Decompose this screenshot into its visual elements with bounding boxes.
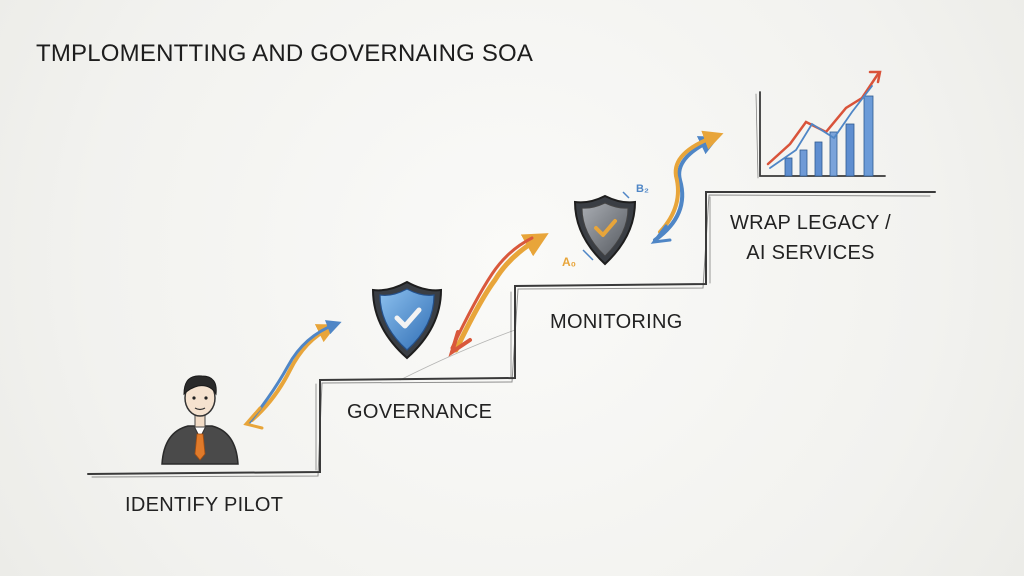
diagram-title: TMPLOMENTTING AND GOVERNAING SOA: [36, 40, 534, 67]
step-label-monitoring: MONITORING: [550, 311, 683, 333]
step-label-identify-pilot: IDENTIFY PILOT: [125, 494, 284, 516]
step-label-wrap-legacy: WRAP LEGACY / AI SERVICES: [730, 208, 891, 268]
person-icon: [161, 375, 239, 465]
step-label-governance: GOVERNANCE: [347, 401, 493, 423]
staircase-lines: [87, 191, 936, 478]
governance-shield-icon: [371, 280, 443, 360]
growth-chart-icon: [755, 70, 886, 179]
arrow-pilot-to-governance: [243, 320, 342, 430]
arrow-monitoring-to-wrap: [650, 130, 724, 244]
monitoring-shield-icon: [573, 191, 637, 266]
step-label-wrap-line1: WRAP LEGACY /: [730, 212, 891, 234]
monitoring-tag-b: B₂: [636, 183, 649, 195]
step-label-wrap-line2: AI SERVICES: [746, 242, 875, 264]
monitoring-tag-a: A₀: [562, 255, 576, 269]
arrow-governance-to-monitoring: [448, 233, 549, 357]
